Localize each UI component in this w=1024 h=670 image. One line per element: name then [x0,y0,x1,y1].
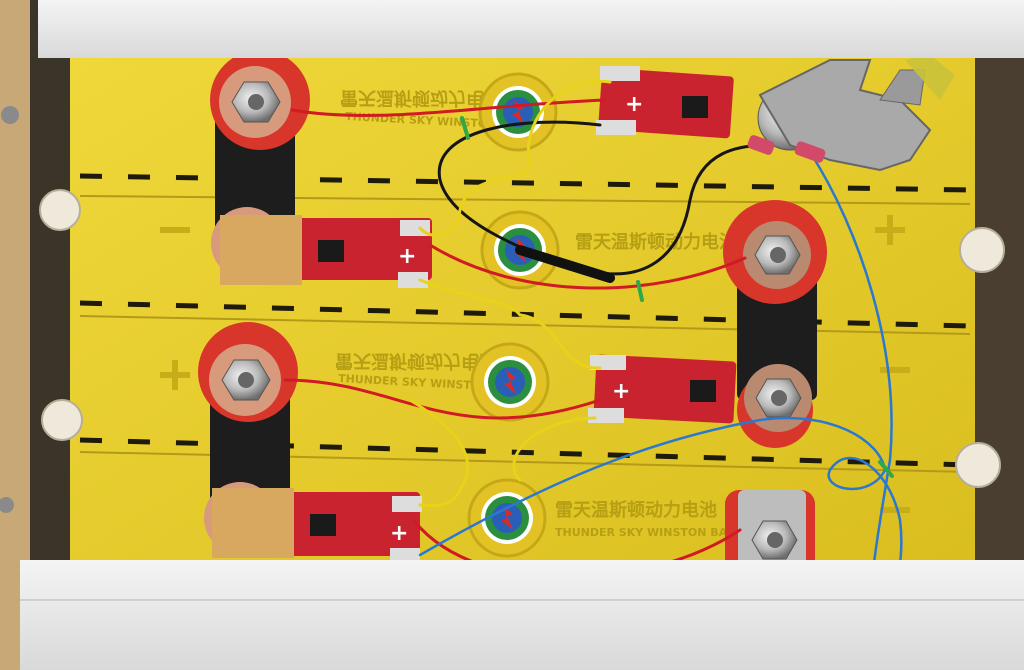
rope-knots [39,189,1005,488]
terminal-6 [744,364,812,432]
bms-boards: + + + + [212,66,737,564]
wire-red-2 [428,243,747,290]
bms-plus-2: + [398,244,416,269]
cell-label-1: 雷天温斯顿动力电池 [340,87,502,109]
embossed-marks [160,215,910,513]
bms-board-2: + [220,215,432,288]
bms-plus-4: + [390,521,408,546]
vent-logo-4 [467,478,547,558]
wire-yellow-1 [418,79,612,237]
vent-logos [467,72,560,558]
side-screws [0,106,19,513]
cell-label-4: 雷天温斯顿动力电池 [555,499,717,521]
vent-logo-1 [478,72,558,152]
wire-yellow-3 [408,398,470,508]
foam-top [38,0,1024,58]
vent-logo-3 [470,342,550,422]
terminal-1 [219,66,291,138]
zip-tie-2 [636,280,644,302]
wire-black-sleeve [515,245,615,283]
bms-plus-1: + [625,92,643,117]
cell-label-3: 雷天温斯顿动力电池 [335,350,497,372]
terminal-5 [743,221,811,289]
cell-label-2: 雷天温斯顿动力电池 [575,231,737,253]
cell-label-en-2: THUNDER SKY WINSTON BATTERY [555,526,766,539]
bms-plus-3: + [612,379,630,404]
wire-yellow-4 [512,416,597,482]
zip-tie-1 [460,116,470,140]
wire-red-1 [290,98,607,117]
bms-board-3: + [588,354,737,424]
wire-yellow-2 [418,278,602,370]
wire-red-3 [283,378,602,420]
crimp-terminals [747,135,826,163]
terminal-7 [738,490,806,580]
bms-board-4: + [212,488,422,564]
bms-board-1: + [596,66,734,139]
terminal-3 [209,344,281,416]
foam-bottom [20,560,1024,670]
zip-tie-3 [878,460,894,478]
right-dark-wall [975,0,1024,670]
